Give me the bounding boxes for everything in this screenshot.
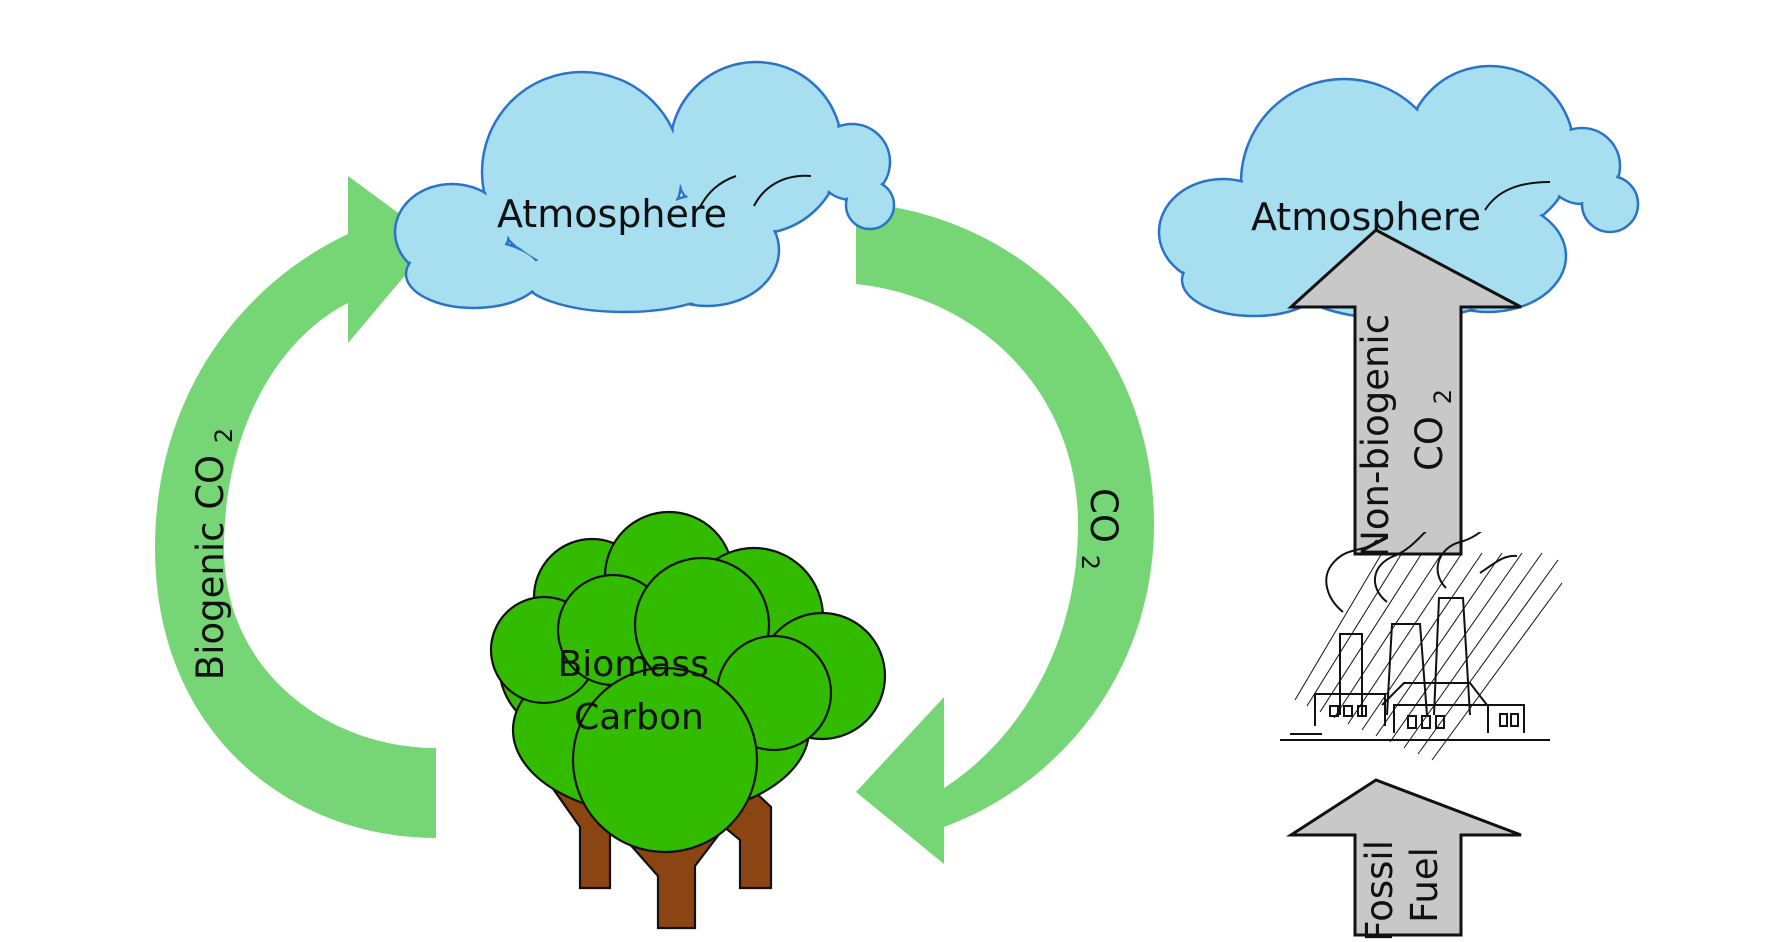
biomass-carbon-tree: Biomass Carbon: [489, 510, 887, 930]
co2-label-main: CO: [1082, 488, 1125, 543]
atmosphere-cloud-left: Atmosphere: [393, 60, 896, 314]
non-biogenic-co2-arrow: Non-biogenic CO 2: [1287, 228, 1522, 558]
non-biogenic-line2-main: CO: [1408, 416, 1451, 471]
fossil-fuel-line1: Fossil: [1358, 840, 1401, 942]
fossil-fuel-flow: Atmosphere Non-biogenic CO 2: [1157, 64, 1640, 942]
biogenic-cycle: Biogenic CO 2 CO 2: [155, 60, 1154, 930]
biomass-label-line1: Biomass: [558, 644, 709, 685]
biogenic-co2-arrow: Biogenic CO 2: [155, 176, 436, 838]
biogenic-co2-label-main: Biogenic CO: [189, 455, 232, 680]
biogenic-co2-label-sub: 2: [210, 428, 238, 443]
biogenic-co2-label: Biogenic CO 2: [189, 428, 238, 680]
fossil-fuel-label: Fossil Fuel: [1358, 828, 1446, 941]
fossil-fuel-arrow: Fossil Fuel: [1285, 778, 1522, 942]
factory-icon: [1280, 532, 1563, 761]
non-biogenic-line2-sub: 2: [1429, 389, 1457, 404]
non-biogenic-co2-label: Non-biogenic CO 2: [1354, 302, 1457, 558]
right-atmosphere-label: Atmosphere: [1251, 195, 1481, 239]
left-atmosphere-label: Atmosphere: [497, 192, 727, 236]
co2-label-sub: 2: [1076, 555, 1104, 570]
biomass-label-line2: Carbon: [574, 697, 704, 738]
fossil-fuel-line2: Fuel: [1403, 847, 1446, 923]
biomass-carbon-label: Biomass Carbon: [558, 644, 721, 738]
co2-label: CO 2: [1076, 488, 1125, 570]
non-biogenic-line1: Non-biogenic: [1354, 314, 1397, 558]
co2-arrow: CO 2: [856, 202, 1154, 864]
factory-windows: [1329, 705, 1519, 729]
